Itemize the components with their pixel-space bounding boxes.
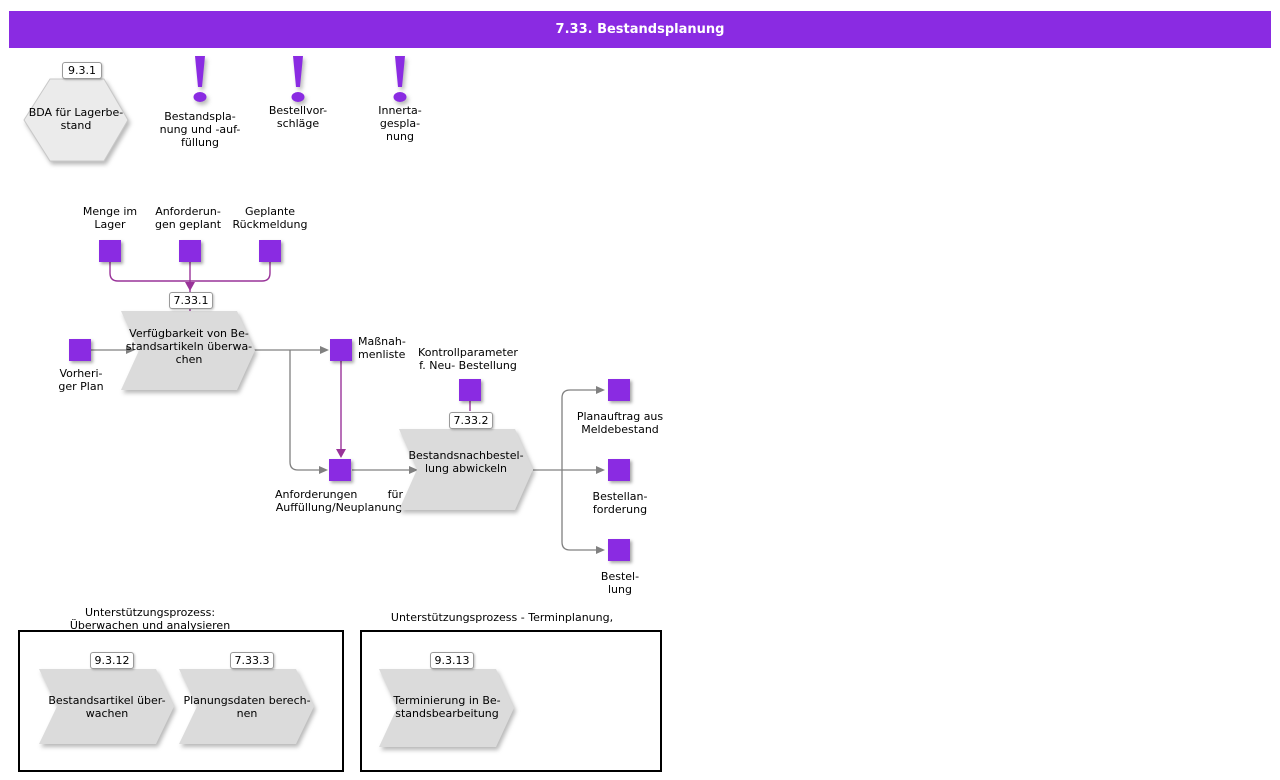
input-label-geplante-rueckmeldung: Geplante Rückmeldung (232, 205, 308, 231)
label-terminierung: Terminierung in Be- standsbearbeitung (393, 694, 501, 720)
info-square-anforderungen (329, 459, 351, 481)
label-bestellanforderung: Bestellan- forderung (592, 490, 648, 516)
arrowhead-inputs-merge (185, 282, 195, 291)
info-square-planauftrag (608, 379, 630, 401)
info-square-geplante-rueckmeldung (259, 240, 281, 262)
label-planauftrag: Planauftrag aus Meldebestand (576, 410, 664, 436)
arrowhead-output-2 (596, 466, 605, 474)
label-anforderungen-auffuellung: Anforderungen für Auffüllung/Neuplanung (275, 488, 403, 514)
word-fuer: für (387, 488, 403, 501)
alert-label-bestellvorschlaege: Bestellvor- schläge (268, 104, 328, 130)
arrowhead-measures (320, 346, 329, 354)
alert-label-innertagesplanung: Innerta- gespla- nung (378, 104, 422, 143)
process-bestandsartikel-ueberwachen[interactable] (39, 669, 174, 744)
word-anforderungen: Anforderungen (275, 488, 358, 501)
ref-label: 9.3.13 (434, 654, 470, 667)
label-vorheriger-plan: Vorheri- ger Plan (58, 367, 104, 393)
info-square-anforderungen-geplant (179, 240, 201, 262)
input-label-anforderungen-geplant: Anforderun- gen geplant (154, 205, 222, 231)
alert-icon (393, 56, 407, 102)
ref-box-7-33-2[interactable]: 7.33.2 (449, 412, 493, 429)
process-planungsdaten-berechnen[interactable] (179, 669, 314, 744)
ref-box-9-3-12[interactable]: 9.3.12 (90, 652, 134, 669)
input-label-menge-im-lager: Menge im Lager (82, 205, 138, 231)
alert-icon (291, 56, 305, 102)
arrowhead-output-1 (596, 386, 605, 394)
label-kontrollparameter: Kontrollparameter f. Neu- Bestellung (418, 346, 518, 372)
process-verfuegbarkeit-ueberwachen[interactable] (121, 311, 255, 390)
hexagon-bda-lagerbestand[interactable] (20, 75, 132, 165)
label-massnahmenliste: Maßnah- menliste (358, 335, 406, 361)
ref-label: 9.3.1 (68, 64, 96, 77)
ref-label: 7.33.2 (453, 414, 489, 427)
page-title: 7.33. Bestandsplanung (555, 22, 725, 37)
label-bestandsartikel-ueberwachen: Bestandsartikel über- wachen (48, 694, 166, 720)
ref-label: 7.33.3 (234, 654, 270, 667)
hexagon-label: BDA für Lagerbe- stand (28, 106, 124, 132)
info-square-menge-im-lager (99, 240, 121, 262)
process-bestandsnachbestellung[interactable] (399, 429, 533, 510)
support-box2-title: Unterstützungsprozess - Terminplanung, (390, 611, 614, 624)
process1-label: Verfügbarkeit von Be- standsartikeln übe… (125, 327, 253, 366)
info-square-bestellung (608, 539, 630, 561)
info-square-massnahmenliste (330, 339, 352, 361)
label-planungsdaten-berechnen: Planungsdaten berech- nen (183, 694, 311, 720)
arrowhead-requirements (319, 466, 328, 474)
ref-box-9-3-13[interactable]: 9.3.13 (430, 652, 474, 669)
ref-label: 9.3.12 (94, 654, 130, 667)
ref-box-7-33-1[interactable]: 7.33.1 (169, 292, 213, 309)
label-line-2: Auffüllung/Neuplanung (275, 501, 403, 514)
ref-box-7-33-3[interactable]: 7.33.3 (230, 652, 274, 669)
support-box1-title: Unterstützungsprozess: Überwachen und an… (69, 606, 231, 632)
alert-icon (193, 56, 207, 102)
arrowhead-measures-down (336, 449, 346, 458)
ref-box-9-3-1[interactable]: 9.3.1 (62, 62, 102, 79)
ref-label: 7.33.1 (173, 294, 209, 307)
process-terminierung-bestandsbearbeitung[interactable] (379, 669, 514, 747)
info-square-vorheriger-plan (69, 339, 91, 361)
label-line-1: Anforderungen für (275, 488, 403, 501)
process2-label: Bestandsnachbestel- lung abwickeln (408, 449, 524, 475)
label-bestellung: Bestel- lung (600, 570, 640, 596)
info-square-kontrollparameter (459, 379, 481, 401)
connector-process1-to-requirements (289, 350, 319, 471)
diagram-title-bar: 7.33. Bestandsplanung (9, 11, 1271, 48)
arrowhead-output-3 (596, 546, 605, 554)
alert-label-bestandsplanung: Bestandspla- nung und -auf- füllung (159, 110, 241, 149)
info-square-bestellanforderung (608, 459, 630, 481)
